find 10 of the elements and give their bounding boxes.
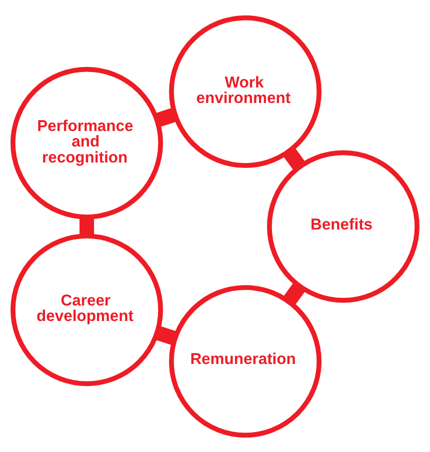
connector (154, 107, 177, 127)
node-circle: Remuneration (169, 284, 322, 438)
connector (283, 282, 306, 306)
node-circle: Performance and recognition (10, 66, 164, 219)
connector (155, 325, 178, 345)
connector (282, 146, 306, 170)
node-circle: Work environment (169, 14, 322, 168)
node-circle: Career development (10, 233, 164, 386)
connector (80, 216, 94, 236)
node-circle: Benefits (266, 150, 420, 302)
